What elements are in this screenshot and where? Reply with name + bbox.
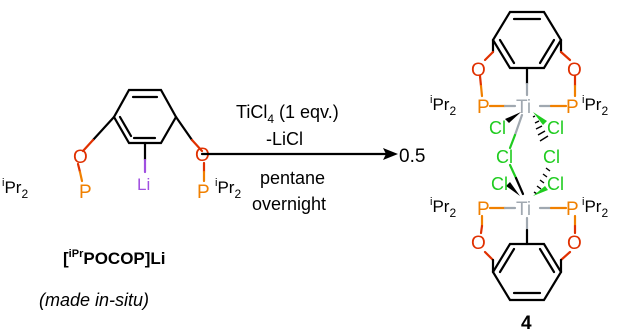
condition-reagent: TiCl4 (1 eqv.) xyxy=(236,102,339,126)
reactant-ipr2-right: iPr2 xyxy=(215,177,241,201)
product-titanium-bottom: Ti xyxy=(516,199,531,220)
product-top-ring xyxy=(491,10,563,70)
reactant-note: (made in-situ) xyxy=(39,290,149,310)
reactant-oxygen-right: O xyxy=(195,145,210,166)
reactant-ipr2-left: iPr2 xyxy=(2,177,28,201)
reactant-molecule: O O P P Li iPr2 iPr2 xyxy=(2,88,241,203)
product-molecule: O O P P Ti Cl Cl Cl Cl Cl Cl P P Ti O O … xyxy=(430,10,608,302)
reactant-phosphorus-left: P xyxy=(79,182,92,203)
reactant-lithium: Li xyxy=(137,175,150,194)
product-oxygen-bottom-right: O xyxy=(567,233,582,254)
product-ipr2-top-right: iPr2 xyxy=(582,94,608,118)
product-oxygen-top-right: O xyxy=(567,60,582,81)
reactant-oxygen-left: O xyxy=(73,147,88,168)
condition-time: overnight xyxy=(252,194,326,214)
product-coefficient: 0.5 xyxy=(399,146,425,167)
product-ipr2-bottom-left: iPr2 xyxy=(430,196,456,220)
reaction-arrow xyxy=(200,148,398,160)
product-titanium-top: Ti xyxy=(516,97,531,118)
reactant-phosphorus-right: P xyxy=(197,182,210,203)
product-phosphorus-top-left: P xyxy=(477,97,490,118)
product-chlorine-bridge-left: Cl xyxy=(496,147,513,167)
product-chlorine-bottom-left: Cl xyxy=(491,174,508,194)
product-oxygen-top-left: O xyxy=(471,60,486,81)
product-chlorine-top-right: Cl xyxy=(547,118,564,138)
product-label: 4 xyxy=(521,313,532,334)
product-ipr2-bottom-right: iPr2 xyxy=(582,196,608,220)
condition-solvent: pentane xyxy=(260,168,325,188)
product-ipr2-top-left: iPr2 xyxy=(430,94,456,118)
product-oxygen-bottom-left: O xyxy=(471,233,486,254)
product-chlorine-bottom-right: Cl xyxy=(547,174,564,194)
product-chlorine-bridge-right: Cl xyxy=(543,147,560,167)
product-phosphorus-top-right: P xyxy=(566,97,579,118)
product-bottom-ring xyxy=(491,242,563,302)
condition-byproduct: -LiCl xyxy=(266,129,303,149)
product-chlorine-top-left: Cl xyxy=(489,118,506,138)
product-phosphorus-bottom-right: P xyxy=(566,199,579,220)
product-phosphorus-bottom-left: P xyxy=(477,199,490,220)
reactant-name: [iPrPOCOP]Li xyxy=(63,248,166,268)
